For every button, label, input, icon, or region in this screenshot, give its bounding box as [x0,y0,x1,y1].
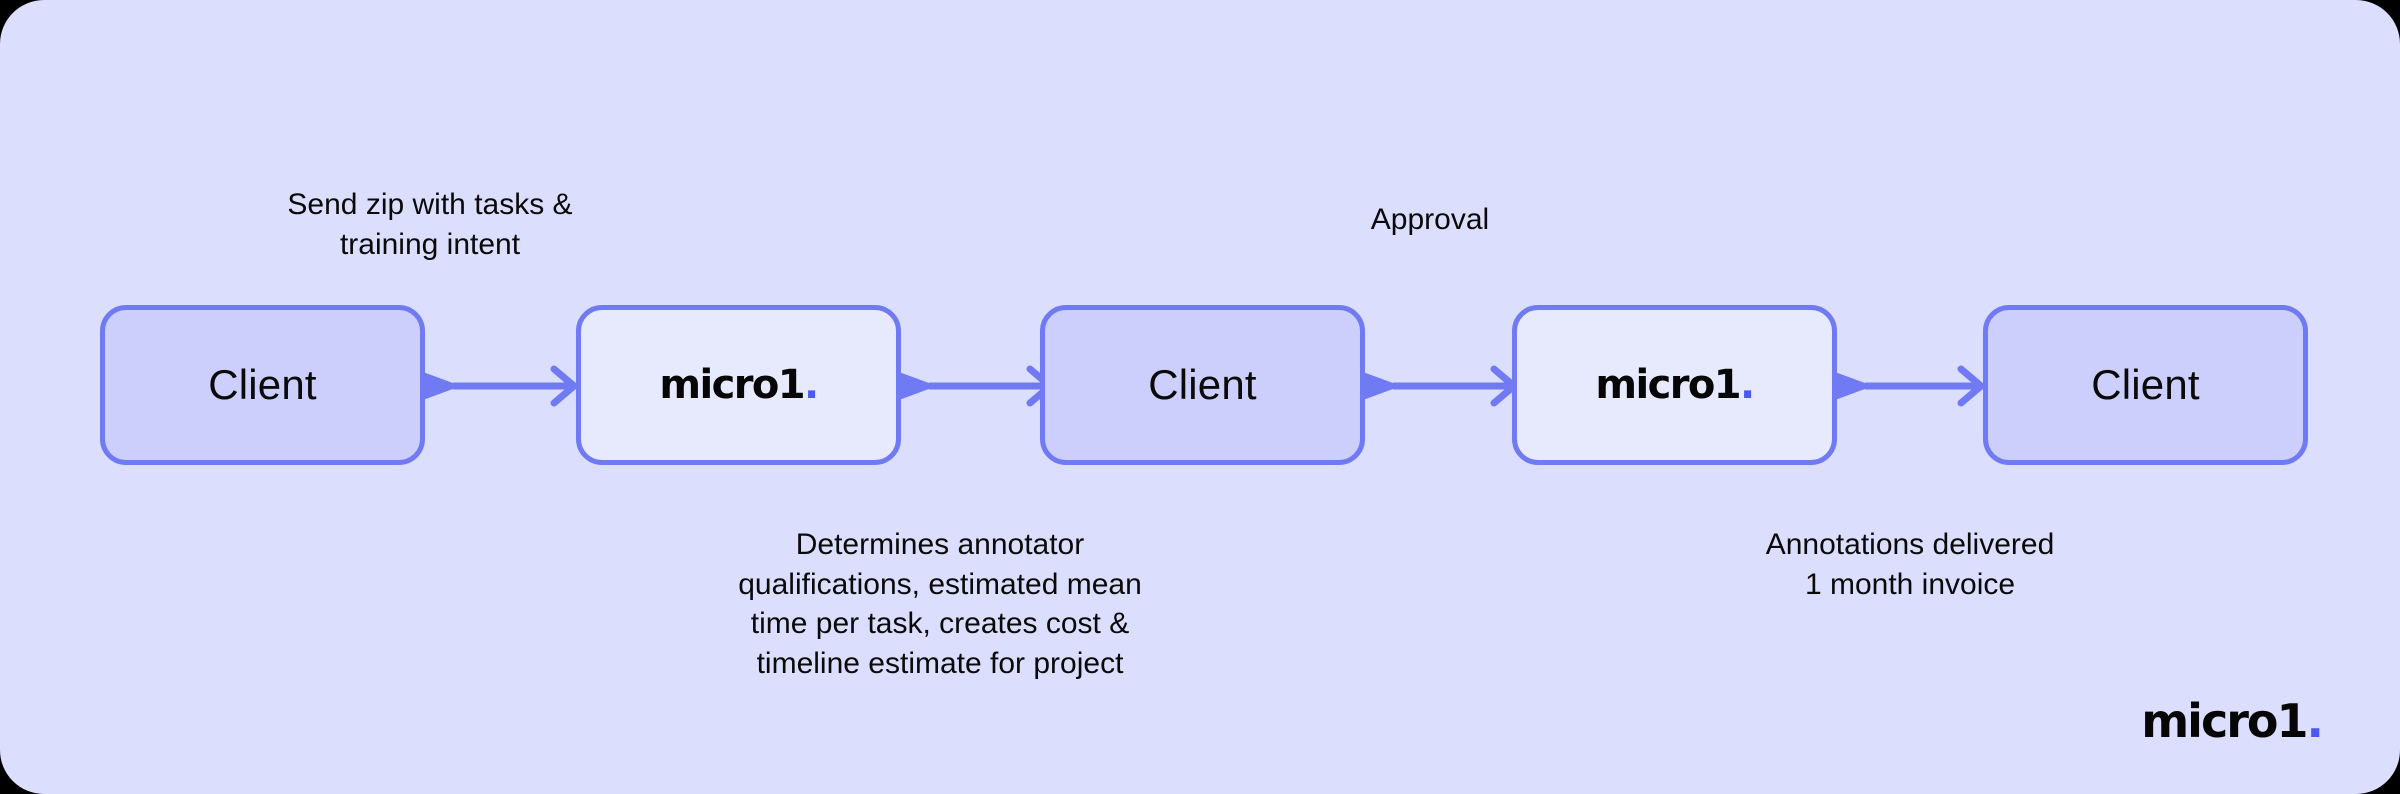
arrow-client2-to-micro1-2 [1363,365,1518,407]
node-micro1-2[interactable]: micro1. [1512,305,1837,465]
micro1-logo-1-text: micro1 [659,362,805,408]
node-micro1-1[interactable]: micro1. [576,305,901,465]
arrow-micro1-to-client2 [899,365,1054,407]
node-client-1[interactable]: Client [100,305,425,465]
micro1-footer-logo-text: micro1 [2141,694,2308,748]
node-client-2[interactable]: Client [1040,305,1365,465]
node-client-3[interactable]: Client [1983,305,2308,465]
node-client-3-label: Client [2091,361,2200,408]
caption-approval: Approval [1370,203,1490,236]
caption-determines-annotator: Determines annotator qualifications, est… [738,528,1142,680]
micro1-logo-2-text: micro1 [1595,362,1741,408]
micro1-logo-2-dot: . [1739,362,1755,408]
caption-annotations-delivered: Annotations delivered 1 month invoice [1765,528,2055,601]
micro1-footer-logo-dot: . [2306,694,2325,748]
micro1-logo-2: micro1. [1595,362,1755,408]
caption-send-zip: Send zip with tasks & training intent [287,188,573,261]
micro1-logo-1-dot: . [803,362,819,408]
node-client-2-label: Client [1148,361,1257,408]
arrow-micro1-2-to-client3 [1835,365,1985,407]
micro1-logo-1: micro1. [659,362,819,408]
arrow-client1-to-micro1 [423,365,578,407]
node-client-1-label: Client [208,361,317,408]
micro1-footer-logo: micro1. [2141,694,2325,748]
